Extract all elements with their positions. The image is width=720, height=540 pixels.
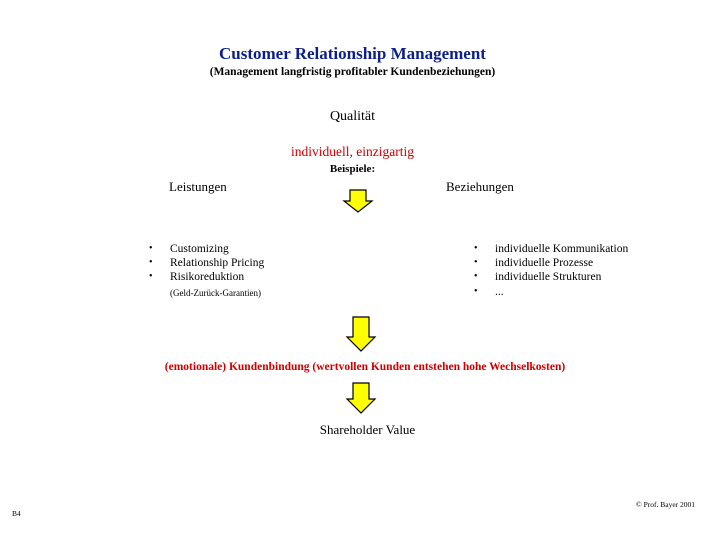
bullet-icon: • xyxy=(474,271,478,283)
page-subtitle: (Management langfristig profitabler Kund… xyxy=(209,66,496,78)
quality-subheading: individuell, einzigartig xyxy=(291,144,414,159)
down-arrow-icon xyxy=(342,189,374,213)
list-item-label: Customizing xyxy=(170,243,229,255)
bullet-icon: • xyxy=(474,243,478,254)
list-item: • Customizing xyxy=(149,242,264,256)
shareholder-value-label: Shareholder Value xyxy=(319,422,416,437)
list-item: •... xyxy=(474,285,628,299)
list-item: • individuelle Kommunikation xyxy=(474,242,629,256)
copyright-notice: © Prof. Bayer 2001 xyxy=(636,500,696,509)
down-arrow-icon xyxy=(345,316,377,352)
list-item-label: individuelle Kommunikation xyxy=(495,243,629,255)
list-item: • Risikoreduktion xyxy=(149,270,264,284)
list-item-label: Risikoreduktion xyxy=(170,271,245,284)
down-arrow-icon xyxy=(345,382,377,414)
bullet-icon: • xyxy=(474,257,478,269)
left-column-note: (Geld-Zurück-Garantien) xyxy=(170,288,261,298)
bullet-icon: • xyxy=(149,243,153,254)
examples-label: Beispiele: xyxy=(329,163,376,175)
list-item: • individuelle Strukturen xyxy=(474,270,628,284)
list-item: • Relationship Pricing xyxy=(149,256,265,270)
list-item-label: individuelle Prozesse xyxy=(495,257,594,270)
bullet-icon: • xyxy=(474,285,478,297)
quality-heading: Qualität xyxy=(329,109,376,124)
list-item-label: Relationship Pricing xyxy=(170,257,265,270)
right-column-heading: Beziehungen xyxy=(446,179,514,194)
right-bullet-list: • individuelle Kommunikation • individuell… xyxy=(474,242,629,299)
page-identifier: B4 xyxy=(12,509,21,518)
list-item-label: ... xyxy=(495,285,504,298)
bullet-icon: • xyxy=(149,257,153,269)
page-title: Customer Relationship Management xyxy=(219,44,486,63)
list-item: • individuelle Prozesse xyxy=(474,256,628,270)
left-bullet-list: • Customizing • Relationship Pricing • Risi… xyxy=(149,242,265,285)
bullet-icon: • xyxy=(149,271,153,283)
left-column-heading: Leistungen xyxy=(169,179,227,194)
customer-retention-statement: (emotionale) Kundenbindung (wertvollen K… xyxy=(164,361,566,373)
list-item-label: individuelle Strukturen xyxy=(495,271,602,284)
